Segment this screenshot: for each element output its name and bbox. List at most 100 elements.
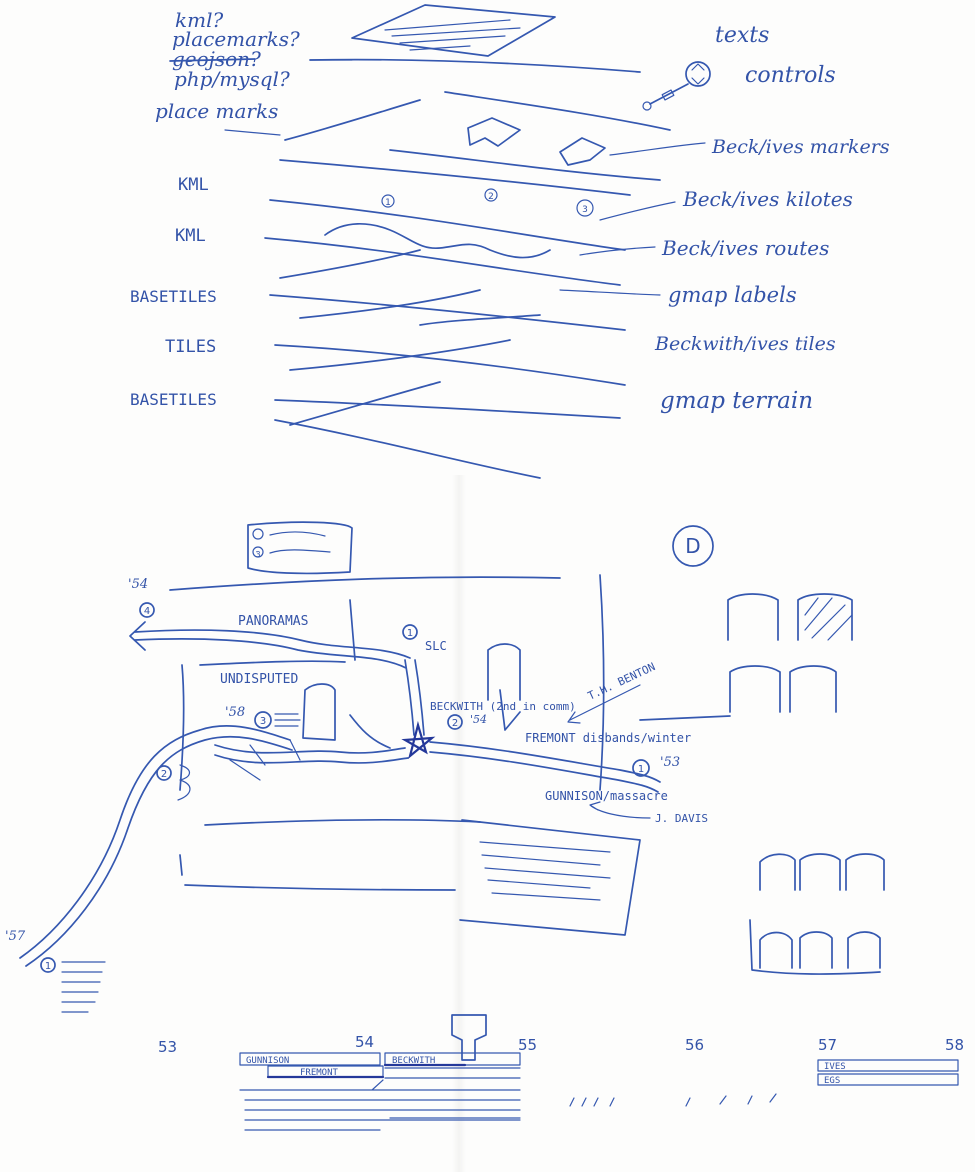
kilote-marker: 1 [382, 195, 394, 208]
label-php-q: php/mysql? [174, 67, 290, 91]
svg-text:1: 1 [407, 628, 413, 639]
svg-text:BECKWITH: BECKWITH [392, 1056, 435, 1066]
kilote-marker: 2 [485, 189, 497, 202]
placemark-shape [560, 138, 605, 165]
svg-text:1: 1 [45, 961, 51, 972]
timeline-bar-ives: IVES [818, 1060, 958, 1072]
svg-text:D: D [685, 534, 700, 558]
layer-line [285, 100, 420, 140]
label-j-davis: J. DAVIS [655, 812, 708, 825]
svg-text:3: 3 [582, 205, 588, 215]
label-year-53: '53 [660, 755, 680, 770]
svg-text:1: 1 [638, 764, 644, 775]
timeline: 53 54 55 56 57 58 GUNNISON FREMONT BECKW… [158, 1015, 964, 1130]
map-photo-tile [303, 684, 335, 740]
text-panel-layer [352, 5, 555, 56]
badge-2-right: 2 [448, 715, 462, 729]
label-year-58: '58 [225, 705, 245, 720]
route-squiggle [325, 224, 550, 258]
label-basetiles-1: BASETILES [130, 287, 217, 306]
badge-1-right: 1 [633, 760, 649, 776]
label-undisputed: UNDISPUTED [220, 672, 298, 687]
legend-box [248, 522, 352, 573]
leader-line [600, 202, 675, 220]
timeline-tick-55: 55 [518, 1036, 537, 1054]
label-text: texts [715, 23, 769, 48]
timeline-bar-egs: EGS [818, 1074, 958, 1086]
layer-stack: 1 2 3 [225, 5, 710, 478]
label-year-54b: '54 [470, 713, 487, 726]
label-kml-1: KML [178, 175, 209, 195]
badge-6: 3 [255, 550, 260, 559]
arrow-davis [590, 802, 650, 818]
layer-left-labels: kml? placemarks? geojson? php/mysql? pla… [130, 8, 300, 409]
route-branch [350, 715, 390, 748]
svg-text:2: 2 [452, 718, 458, 729]
timeline-tick-58: 58 [945, 1036, 964, 1054]
layer-line [310, 60, 640, 72]
thumbnail-grid-2 [750, 854, 884, 974]
svg-text:FREMONT: FREMONT [300, 1068, 339, 1078]
layer-line [275, 420, 540, 478]
thumbnail-grid-1 [728, 594, 852, 712]
svg-text:2: 2 [488, 192, 494, 202]
leader-line [225, 130, 280, 135]
route-slc-south [405, 660, 424, 735]
layer-line [420, 315, 540, 325]
layer-line [300, 290, 480, 318]
svg-text:4: 4 [144, 606, 150, 617]
layer-line [265, 238, 620, 285]
timeline-bar-beckwith: BECKWITH [385, 1053, 520, 1066]
timeline-hatch [570, 1094, 776, 1106]
label-year-57: '57 [5, 929, 26, 944]
label-slc: SLC [425, 639, 447, 653]
label-th-benton: T.H. BENTON [586, 660, 658, 703]
leader-line [610, 143, 705, 155]
svg-text:GUNNISON: GUNNISON [246, 1056, 289, 1066]
label-tiles-right: Beckwith/ives tiles [654, 333, 836, 355]
route-1858 [215, 745, 408, 763]
route-hatches [230, 740, 300, 780]
label-placemarks: place marks [155, 99, 278, 123]
leader-line [560, 290, 660, 295]
route-1853 [430, 742, 660, 792]
timeline-tick-56: 56 [685, 1036, 704, 1054]
svg-text:3: 3 [260, 716, 266, 727]
timeline-tick-53: 53 [158, 1038, 177, 1056]
layer-line [390, 150, 660, 180]
label-tiles: TILES [165, 337, 216, 357]
label-gmap-terrain: gmap terrain [660, 388, 813, 414]
label-year-54: '54 [128, 577, 148, 592]
layer-line [270, 200, 625, 250]
badge-3: 3 [255, 712, 300, 728]
timeline-bar-gunnison: GUNNISON [240, 1053, 380, 1066]
badge-2-left: 2 [157, 765, 190, 800]
label-controls: controls [745, 63, 836, 88]
label-fremont: FREMONT disbands/winter [525, 731, 691, 745]
controls-widget-icon [643, 62, 710, 110]
svg-text:1: 1 [385, 198, 391, 208]
map-sketch: D [5, 522, 884, 1012]
label-kilotes: Beck/ives kilotes [682, 187, 853, 211]
label-kml-2: KML [175, 226, 206, 246]
label-panoramas: PANORAMAS [238, 614, 308, 629]
label-basetiles-2: BASETILES [130, 390, 217, 409]
compass-icon: D [673, 526, 713, 566]
label-beckwith: BECKWITH (2nd in comm) [430, 700, 576, 713]
overlay-panel [460, 820, 640, 935]
badge-slc: 1 [403, 625, 417, 639]
timeline-bar-fremont: FREMONT [268, 1066, 383, 1078]
label-routes: Beck/ives routes [661, 236, 829, 260]
timeline-tick-54: 54 [355, 1033, 374, 1051]
badge-4: 4 [140, 603, 154, 617]
svg-text:3: 3 [255, 550, 260, 559]
label-markers: Beck/ives markers [711, 136, 890, 158]
svg-text:IVES: IVES [824, 1062, 846, 1072]
placemark-shape [468, 118, 520, 146]
layer-line [290, 382, 440, 425]
timeline-tick-57: 57 [818, 1036, 837, 1054]
label-gmap-labels: gmap labels [668, 283, 797, 307]
badge-1-left: 1 [41, 958, 105, 1012]
